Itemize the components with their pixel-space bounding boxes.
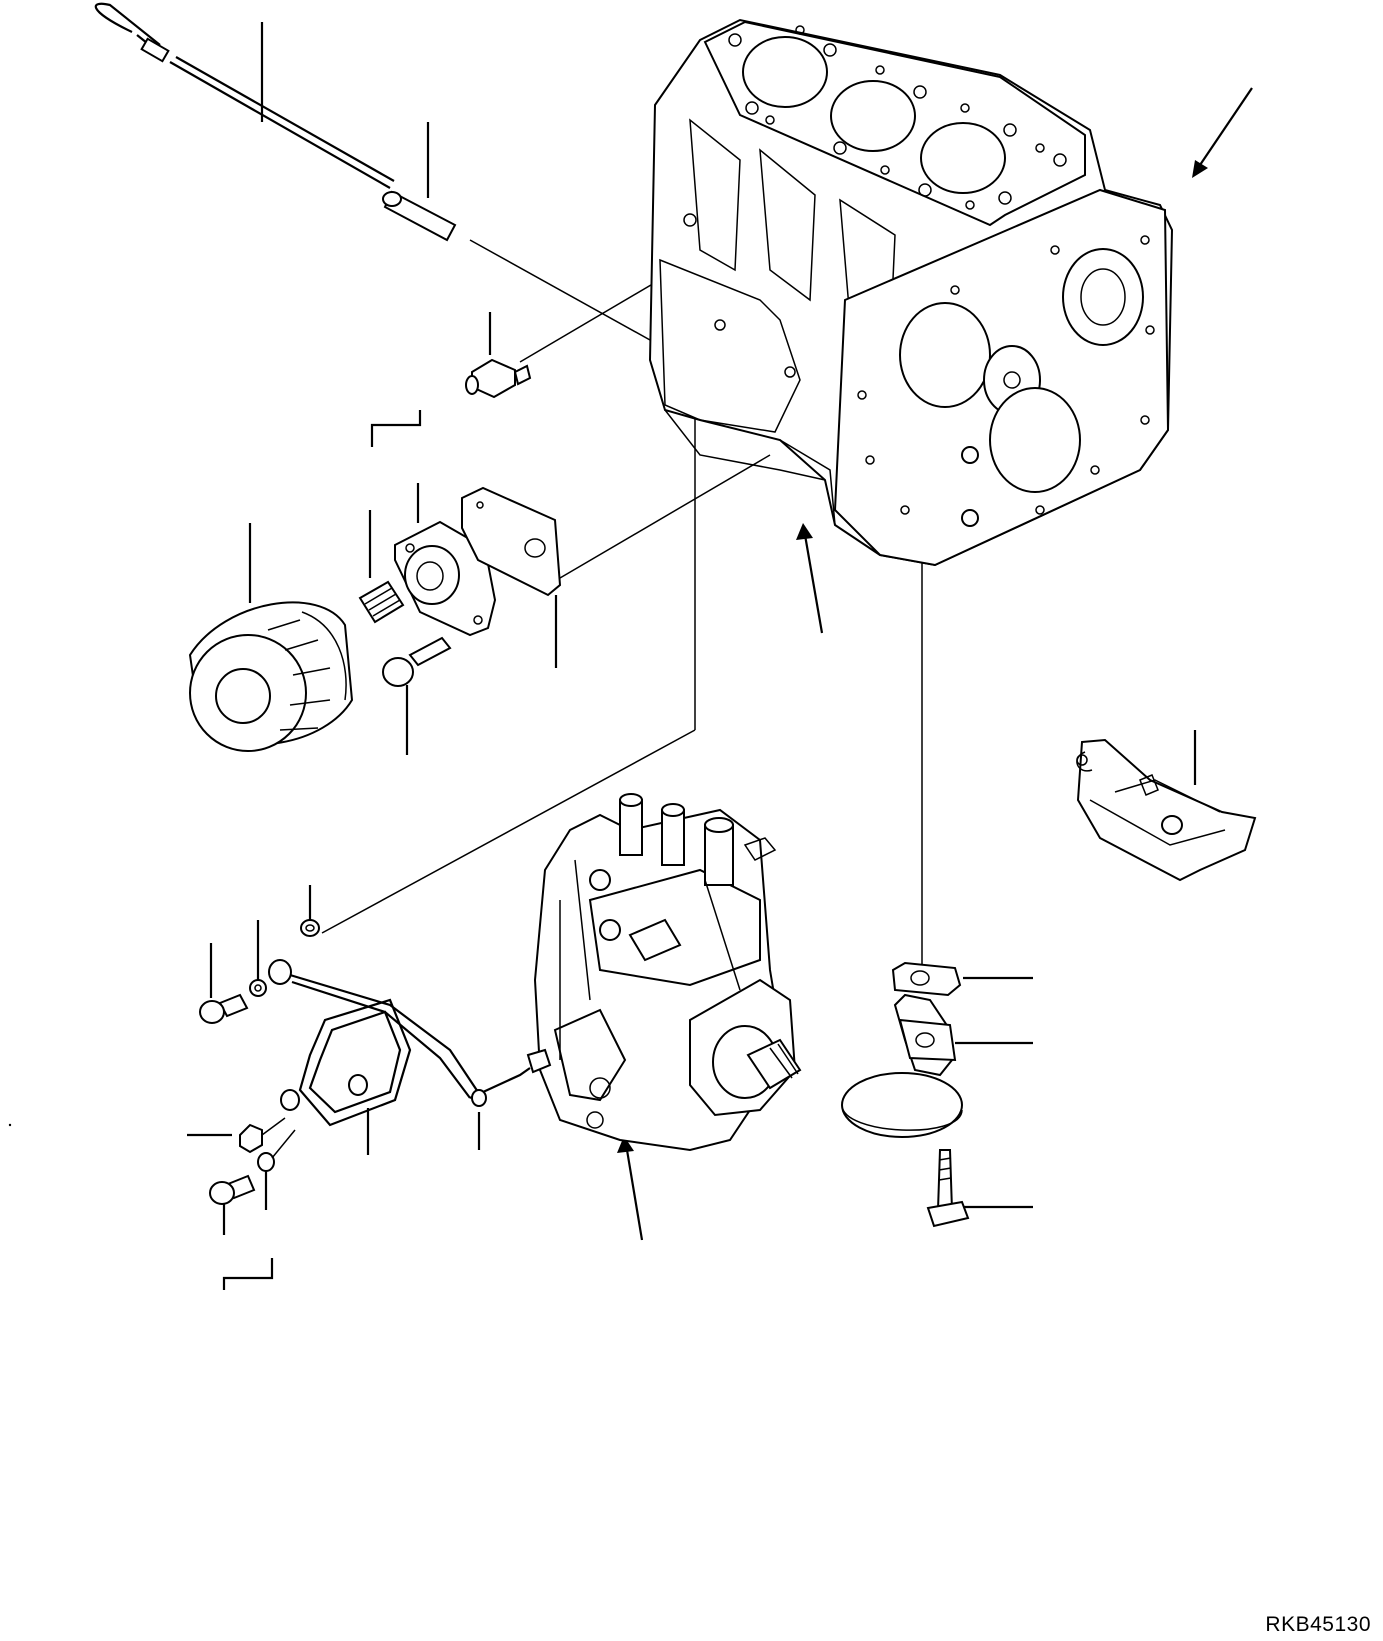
- cylinder-bore-3: [921, 123, 1005, 193]
- leader-block-arrow: [805, 535, 822, 633]
- oil-filter: [190, 602, 352, 751]
- oil-pan-flange: [1077, 752, 1092, 771]
- pump-oil-pipe-assembly: [200, 920, 530, 1204]
- stray-dot: [8, 1123, 12, 1127]
- oil-pressure-switch: [466, 360, 530, 397]
- fuel-injection-pump: [528, 794, 800, 1150]
- oil-pan: [1077, 740, 1255, 880]
- dipstick-tube: [383, 192, 455, 240]
- gasket-outline: [462, 488, 560, 595]
- bracket-boss: [405, 546, 459, 604]
- dipstick: [96, 4, 394, 188]
- block-skirt: [780, 440, 835, 525]
- strainer-screen: [842, 1073, 962, 1137]
- strainer-flange: [900, 1020, 955, 1060]
- strainer-gasket: [893, 963, 960, 995]
- washer-a: [301, 920, 319, 936]
- dipstick-grip: [142, 39, 169, 61]
- bracket-gasket: [462, 488, 560, 595]
- banjo-fitting: [269, 960, 291, 984]
- pipe-fitting-b: [281, 1090, 299, 1110]
- gear-case-plug-2: [962, 510, 978, 526]
- nut: [240, 1125, 262, 1152]
- gear-case-plug-1: [962, 447, 978, 463]
- pump-plug-2: [600, 920, 620, 940]
- spring-coils: [365, 588, 400, 616]
- bracket-top: [372, 410, 420, 447]
- gear-case-hole-1: [900, 303, 990, 407]
- side-rib-2: [760, 150, 815, 300]
- switch-thread: [515, 366, 530, 384]
- filter-bracket: [395, 522, 495, 635]
- bolt-b-head: [210, 1182, 234, 1204]
- relief-spring: [360, 582, 403, 622]
- pump-inlet-fitting: [528, 1050, 550, 1072]
- cylinder-block: [650, 20, 1172, 565]
- filter-center-port: [216, 669, 270, 723]
- arrow-head-pump: [617, 1136, 634, 1153]
- delivery-valve-2: [662, 810, 684, 865]
- switch-hex: [472, 360, 515, 397]
- guide-dipstick-tube: [470, 240, 650, 340]
- washer-c: [472, 1090, 486, 1106]
- pump-drive-shaft: [748, 1040, 800, 1088]
- guide-pump-diagonal: [322, 730, 695, 933]
- washer-d: [258, 1153, 274, 1171]
- switch-terminal: [466, 376, 478, 394]
- filter-grip-ribs: [268, 620, 330, 730]
- cylinder-bore-1: [743, 37, 827, 107]
- dipstick-rod: [170, 62, 390, 188]
- pipe-fitting-a: [349, 1075, 367, 1095]
- oil-gallery-boss: [660, 260, 800, 432]
- side-rib-1: [690, 120, 740, 270]
- block-base: [665, 410, 825, 480]
- figure-reference-code: RKB45130: [1265, 1613, 1371, 1636]
- head-bolt-holes: [729, 26, 1066, 209]
- guide-gasket: [560, 455, 770, 578]
- bolt-shank: [410, 638, 450, 665]
- pump-housing-top: [590, 870, 760, 985]
- delivery-valve-1: [620, 800, 642, 855]
- leader-gasket-arrow: [1200, 88, 1252, 165]
- pump-governor: [555, 1010, 625, 1100]
- filter-bolt: [383, 638, 450, 686]
- oil-pipe-line-1: [290, 975, 478, 1092]
- washer-b: [250, 980, 266, 996]
- dipstick-loop: [96, 4, 160, 45]
- arrow-head-block: [796, 523, 813, 540]
- strainer-bolt-head: [928, 1202, 968, 1226]
- oil-pan-body: [1078, 740, 1255, 880]
- pump-nipple: [745, 838, 775, 860]
- bolt-head: [383, 658, 413, 686]
- pump-hex-fitting: [630, 920, 680, 960]
- leader-lines: [187, 22, 1252, 1290]
- arrow-head-gasket: [1192, 160, 1208, 178]
- tube-end: [383, 192, 401, 206]
- oil-pan-plug: [1162, 816, 1182, 834]
- bolt-a-head: [200, 1001, 224, 1023]
- gear-case-hole-3: [990, 388, 1080, 492]
- oil-strainer: [842, 963, 968, 1226]
- delivery-valve-3: [705, 825, 733, 885]
- cylinder-bore-2: [831, 81, 915, 151]
- oil-pipe-loop: [300, 1000, 410, 1125]
- leader-pump-arrow: [627, 1150, 642, 1240]
- bracket-bottom: [224, 1258, 272, 1290]
- gear-case-bolt-holes: [858, 236, 1154, 514]
- gear-case-hole-4: [1063, 249, 1143, 345]
- pump-plug-1: [590, 870, 610, 890]
